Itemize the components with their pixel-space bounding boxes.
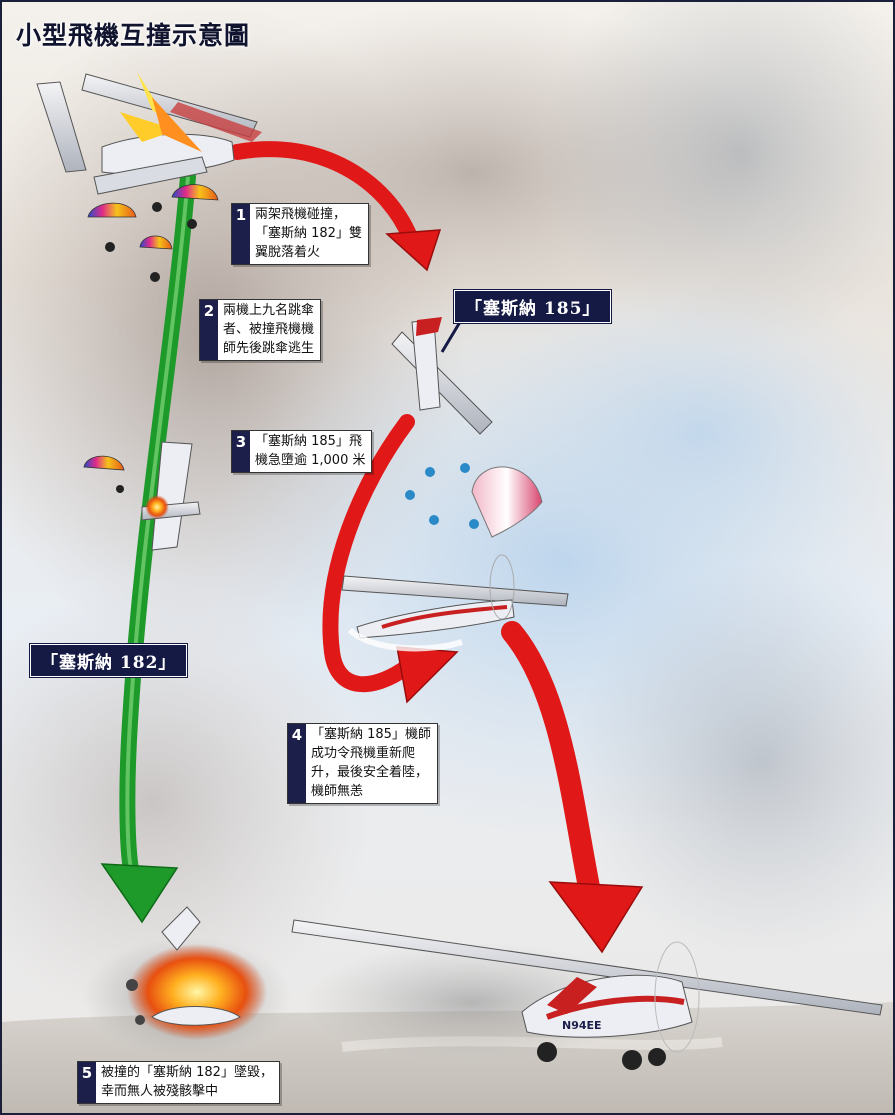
plane-stripe xyxy=(545,995,685,1020)
red-path-arrowhead xyxy=(385,229,442,272)
collision-planes xyxy=(36,72,262,195)
plane-185-recover xyxy=(341,554,569,652)
skydiver-icon xyxy=(469,519,479,529)
skydiver-icon xyxy=(405,490,415,500)
parachute-icon xyxy=(139,235,173,250)
diagram-title: 小型飛機互撞示意圖 xyxy=(16,21,251,50)
falling-plane-182 xyxy=(83,441,201,551)
spark-icon xyxy=(152,97,202,152)
step-number: 2 xyxy=(200,300,218,360)
plane-tail xyxy=(547,977,597,1014)
step-4-callout: 4 「塞斯納 185」機師 成功令飛機重新爬 升，最後安全着陸， 機師無恙 xyxy=(287,723,438,804)
plane-wing xyxy=(93,156,208,195)
skydiver-icon xyxy=(152,202,162,212)
crash-site xyxy=(82,906,292,1057)
parachute-icon xyxy=(87,202,137,218)
step-number: 1 xyxy=(232,204,250,264)
fire-icon xyxy=(145,495,169,519)
plane-registration: N94EE xyxy=(562,1019,602,1032)
skydiver-icon xyxy=(429,515,439,525)
plane-wing xyxy=(341,575,569,607)
green-path-arrowhead xyxy=(100,863,179,924)
dust-cloud xyxy=(542,2,893,352)
skydiver-icon xyxy=(105,242,115,252)
debris xyxy=(135,1015,145,1025)
skydivers-freefall xyxy=(405,463,543,538)
parachute-icon xyxy=(83,455,125,471)
red-path-arrow xyxy=(229,141,418,245)
skydiver-icon xyxy=(460,463,470,473)
wheel-icon xyxy=(648,1048,666,1066)
swirl-trail xyxy=(347,627,463,652)
plane-tail xyxy=(416,317,442,336)
step-text: 「塞斯納 185」機師 成功令飛機重新爬 升，最後安全着陸， 機師無恙 xyxy=(311,727,431,799)
wheel-icon xyxy=(537,1042,557,1062)
plane-stripe xyxy=(170,102,262,142)
step-text: 兩機上九名跳傘 者、被撞飛機機 師先後跳傘逃生 xyxy=(223,303,315,356)
label-cessna-182: 「塞斯納 182」 xyxy=(30,644,188,677)
step-3-callout: 3 「塞斯納 185」飛 機急墮逾 1,000 米 xyxy=(231,430,373,473)
red-path-arrow xyxy=(322,414,415,693)
step-text: 被撞的「塞斯納 182」墜毀， 幸而無人被殘骸擊中 xyxy=(101,1065,273,1099)
plane-stripe xyxy=(381,605,508,629)
parachute-icon xyxy=(171,184,219,201)
blue-sky-patch xyxy=(482,272,893,592)
red-path-arrow xyxy=(501,621,601,903)
red-path-arrowhead xyxy=(548,881,644,954)
plane-tail xyxy=(161,906,201,951)
plane-185-landing: N94EE xyxy=(291,919,883,1070)
spark-icon xyxy=(120,112,177,142)
parachute-icon xyxy=(471,466,543,538)
step-1-callout: 1 兩架飛機碰撞， 「塞斯納 182」雙 翼脫落着火 xyxy=(231,203,369,265)
propeller-icon xyxy=(654,941,700,1053)
broken-wing xyxy=(36,81,87,173)
skydiver-icon xyxy=(116,485,124,493)
plane-wing xyxy=(291,919,883,1016)
skydiver-icon xyxy=(187,219,197,229)
dust-cloud xyxy=(2,582,372,1022)
step-number: 4 xyxy=(288,724,306,803)
step-number: 3 xyxy=(232,431,250,472)
debris xyxy=(126,979,138,991)
wheel-icon xyxy=(622,1050,642,1070)
skydiver-icon xyxy=(425,467,435,477)
dust-cloud xyxy=(572,562,893,962)
step-text: 兩架飛機碰撞， 「塞斯納 182」雙 翼脫落着火 xyxy=(255,207,362,260)
label-cessna-185: 「塞斯納 185」 xyxy=(454,290,612,323)
step-text: 「塞斯納 185」飛 機急墮逾 1,000 米 xyxy=(255,434,366,468)
green-path-highlight xyxy=(125,176,190,873)
wreckage xyxy=(151,1006,241,1026)
plane-185-dive xyxy=(391,301,493,435)
parachutes-top xyxy=(87,184,219,282)
step-number: 5 xyxy=(78,1062,96,1103)
propeller-icon xyxy=(489,554,515,620)
step-5-callout: 5 被撞的「塞斯納 182」墜毀， 幸而無人被殘骸擊中 xyxy=(77,1061,280,1104)
step-2-callout: 2 兩機上九名跳傘 者、被撞飛機機 師先後跳傘逃生 xyxy=(199,299,322,361)
skydiver-icon xyxy=(150,272,160,282)
